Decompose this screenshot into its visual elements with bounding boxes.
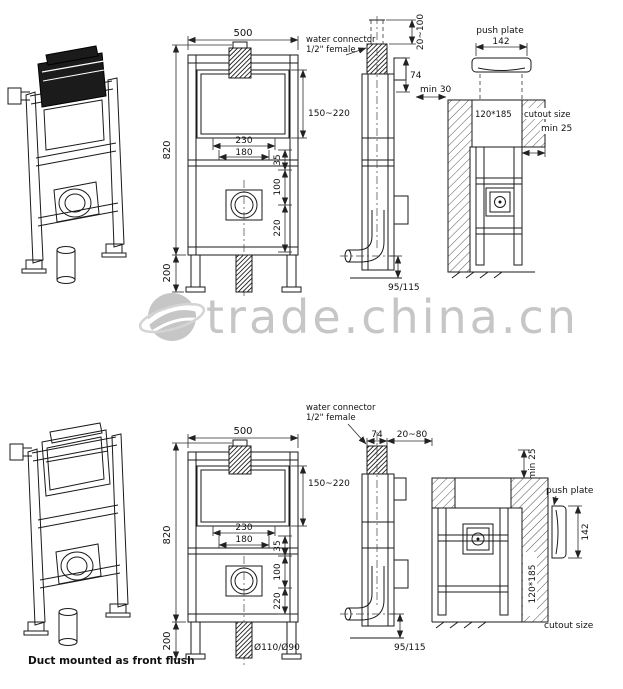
watermark: trade.china.cn <box>138 290 579 344</box>
dim-35-label: 35 <box>273 540 283 551</box>
caption: Duct mounted as front flush <box>28 655 195 667</box>
cistern-front <box>196 69 290 139</box>
dim-74-label: 74 <box>410 71 422 81</box>
min-30-label: min 30 <box>420 85 452 95</box>
cistern-front <box>196 465 290 527</box>
dim-180-label: 180 <box>235 535 252 545</box>
dim-150-220-label: 150~220 <box>308 479 350 489</box>
drain-diameter-label: Ø110/Ø90 <box>254 642 300 653</box>
dim-100-label: 100 <box>273 178 283 195</box>
dim-500-label: 500 <box>233 28 252 39</box>
drain-pipe <box>235 621 253 659</box>
flush-valve <box>228 47 252 79</box>
dim-20-80-label: 20~80 <box>397 430 428 440</box>
cutout-opening <box>471 99 523 148</box>
water-connector-label-1: water connector <box>306 403 376 413</box>
outlet-circle <box>60 551 94 581</box>
bottom-iso-view <box>9 422 131 646</box>
wall-bracket <box>9 443 24 461</box>
cutout-opening <box>454 477 512 509</box>
push-plate-label: push plate <box>476 26 524 36</box>
push-plate <box>471 57 532 73</box>
watermark-text: trade.china.cn <box>206 290 579 344</box>
outlet-elbow <box>348 210 373 251</box>
water-connector-label-2: 1/2" female <box>306 413 356 423</box>
drain-pipe <box>235 254 253 293</box>
outlet-circle <box>58 188 92 218</box>
dim-180-label: 180 <box>235 148 252 158</box>
water-connector-label-2: 1/2" female <box>306 45 356 55</box>
cutout-size-value: 120*185 <box>528 565 538 604</box>
min-25-label: min 25 <box>541 124 572 134</box>
push-plate <box>551 505 567 559</box>
dim-200-label: 200 <box>162 631 173 650</box>
dim-95-115-label: 95/115 <box>394 643 426 653</box>
dim-230-label: 230 <box>235 523 252 533</box>
dim-200-label: 200 <box>162 263 173 282</box>
cutout-size-value: 120*185 <box>475 110 512 120</box>
dim-230-label: 230 <box>235 136 252 146</box>
cutout-size-label: cutout size <box>544 621 594 631</box>
dim-150-220-label: 150~220 <box>308 109 350 119</box>
push-button-housing <box>485 187 515 217</box>
bottom-front-view: 500 230 180 35 100 220 <box>162 426 350 668</box>
bottom-side-view: water connector 1/2" female 74 20~80 95/… <box>306 403 433 653</box>
dim-95-115-label: 95/115 <box>388 283 420 293</box>
push-plate-label: push plate <box>546 486 594 496</box>
min-25-label: min 25 <box>528 448 538 479</box>
dim-820-label: 820 <box>162 140 173 159</box>
dim-100-label: 100 <box>273 563 283 580</box>
flush-valve <box>228 445 252 475</box>
dim-142-label: 142 <box>581 523 591 540</box>
top-side-view: water connector 1/2" female 20~100 74 95… <box>306 14 426 293</box>
dim-35-label: 35 <box>273 154 283 165</box>
top-iso-view <box>7 45 127 284</box>
dim-500-label: 500 <box>233 426 252 437</box>
water-connector-label-1: water connector <box>306 35 376 45</box>
cistern-outline <box>41 429 111 497</box>
dim-820-label: 820 <box>162 525 173 544</box>
top-front-view: 500 230 180 35 100 220 <box>162 28 350 296</box>
bottom-wall-section: min 25 push plate 142 120*185 cutout siz… <box>431 448 594 631</box>
outlet-elbow <box>348 566 373 609</box>
dim-220-label: 220 <box>273 592 283 609</box>
top-wall-section: push plate 142 min 30 120*185 cutout siz… <box>415 26 572 279</box>
wall-bracket <box>7 87 22 105</box>
dim-142-label: 142 <box>492 37 509 47</box>
dim-220-label: 220 <box>273 219 283 236</box>
cutout-size-label: cutout size <box>524 110 571 120</box>
push-button-housing <box>462 523 494 555</box>
dim-20-100-label: 20~100 <box>416 14 426 50</box>
